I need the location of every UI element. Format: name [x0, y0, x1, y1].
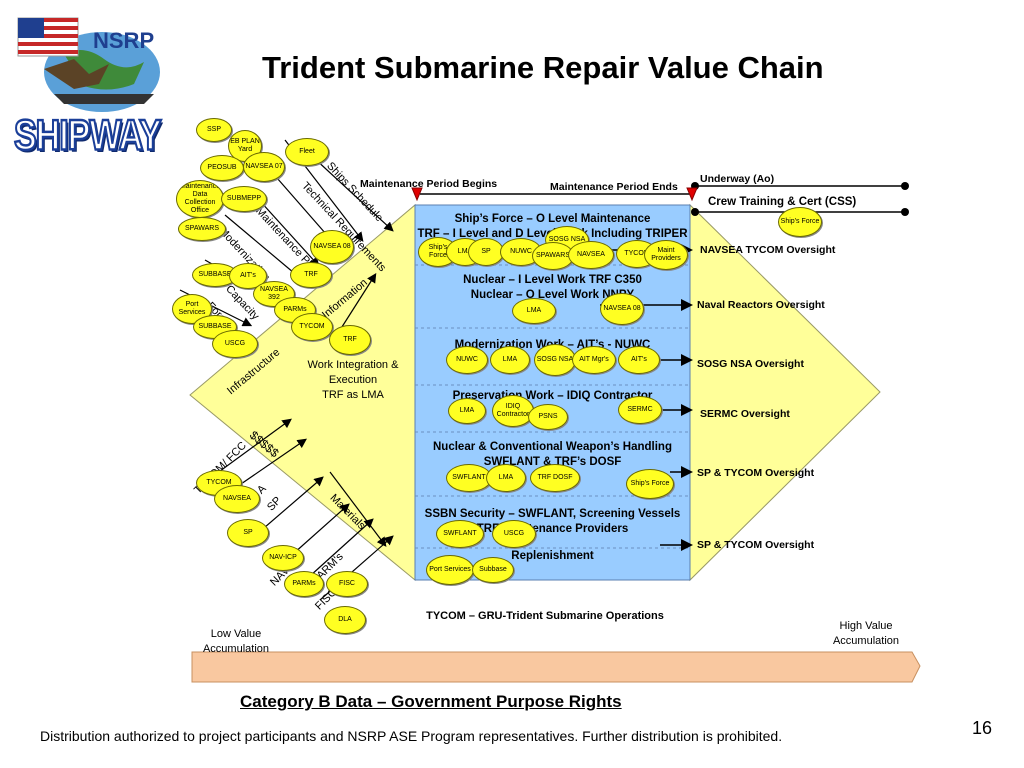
- value-accumulation-arrow: [191, 651, 921, 683]
- bubble-sp2: SP: [227, 519, 269, 547]
- section-weapons: Nuclear & Conventional Weapon’s Handling: [433, 441, 672, 453]
- bubble-fleet: Fleet: [285, 138, 329, 166]
- period-begins-label: Maintenance Period Begins: [360, 178, 498, 190]
- bubble-dla: DLA: [324, 606, 366, 634]
- bubble-fisc: FISC: [326, 571, 368, 597]
- bubble-portsvc1: Port Services: [172, 294, 212, 324]
- high-value-label: High Value Accumulation: [832, 620, 900, 647]
- bubble-aits2: AIT's: [618, 346, 660, 374]
- page-number: 16: [972, 718, 993, 738]
- bubble-lma5: LMA: [486, 464, 526, 492]
- logo-text: NSRP: [93, 28, 155, 53]
- bubble-mdco: Maintenance Data Collection Office: [176, 180, 224, 218]
- bubble-ait-mgrs: AIT Mgr's: [572, 346, 616, 374]
- bubble-psns: PSNS: [528, 404, 568, 430]
- bubble-maint-providers: Maint Providers: [644, 240, 688, 270]
- category-label: Category B Data – Government Purpose Rig…: [240, 692, 622, 711]
- section-security: SSBN Security – SWFLANT, Screening Vesse…: [424, 508, 681, 520]
- tycom-gru-label: TYCOM – GRU-Trident Submarine Operations: [426, 610, 664, 622]
- low-value-label: Low Value Accumulation: [202, 628, 270, 655]
- work-integration-label: Work Integration & Execution TRF as LMA: [307, 359, 399, 401]
- bubble-navsea08b: NAVSEA 08: [600, 293, 644, 325]
- bubble-tycom1: TYCOM: [291, 313, 333, 341]
- bubble-lma3: LMA: [490, 346, 530, 374]
- begin-marker-icon: [411, 187, 423, 202]
- bubble-sp1: SP: [468, 238, 504, 266]
- section-nuclear-o: Nuclear – O Level Work NNPY: [470, 289, 635, 301]
- bubble-trf-dosf: TRF DOSF: [530, 464, 580, 492]
- oversight-naval-reactors: Naval Reactors Oversight: [697, 299, 825, 311]
- oversight-sp-tycom-1: SP & TYCOM Oversight: [697, 467, 815, 479]
- flag-icon: [17, 17, 79, 57]
- bubble-sosg2: SOSG NSA: [534, 344, 576, 376]
- bubble-shipsforce3: Ship's Force: [778, 207, 822, 237]
- section-replenishment: Replenishment: [511, 550, 594, 562]
- right-arrowhead: [689, 203, 881, 582]
- bubble-navsea1: NAVSEA: [568, 241, 614, 269]
- end-marker-icon: [686, 187, 698, 202]
- bubble-trf2: TRF: [329, 325, 371, 355]
- section-nuclear-i: Nuclear – I Level Work TRF C350: [463, 274, 642, 286]
- oversight-sosg-nsa: SOSG NSA Oversight: [697, 358, 804, 370]
- bubble-submepp: SUBMEPP: [221, 186, 267, 212]
- period-ends-label: Maintenance Period Ends: [550, 181, 678, 193]
- bubble-uscg1: USCG: [212, 330, 258, 358]
- distribution-notice: Distribution authorized to project parti…: [40, 728, 783, 744]
- bubble-swflant1: SWFLANT: [446, 464, 492, 492]
- bubble-peosub: PEOSUB: [200, 155, 244, 181]
- bubble-swflant2: SWFLANT: [436, 520, 484, 548]
- nsrp-logo: [17, 17, 160, 112]
- shipway-badge: SHIPWAY: [13, 111, 163, 161]
- page-title: Trident Submarine Repair Value Chain: [262, 50, 824, 85]
- bubble-parms2: PARMs: [284, 571, 324, 597]
- bubble-navsea08a: NAVSEA 08: [310, 230, 354, 264]
- bubble-trf1: TRF: [290, 262, 332, 288]
- oversight-navsea-tycom: NAVSEA TYCOM Oversight: [700, 244, 836, 256]
- oversight-sp-tycom-2: SP & TYCOM Oversight: [697, 539, 815, 551]
- section-ships-force: Ship’s Force – O Level Maintenance: [454, 213, 651, 225]
- oversight-sermc: SERMC Oversight: [700, 408, 790, 420]
- section-dosf: SWFLANT & TRF’s DOSF: [483, 456, 622, 468]
- bubble-navsea2: NAVSEA: [214, 485, 260, 513]
- bubble-nuwc2: NUWC: [446, 346, 488, 374]
- underway-label: Underway (Ao): [700, 173, 775, 185]
- ship-icon: [54, 94, 154, 104]
- bubble-shipsforce2: Ship's Force: [626, 469, 674, 499]
- bubble-navicp: NAV-ICP: [262, 545, 304, 571]
- bubble-portsvc2: Port Services: [426, 555, 474, 585]
- bubble-ssp: SSP: [196, 118, 232, 142]
- bubble-idiq: IDIQ Contractor: [492, 395, 534, 427]
- bubble-lma4: LMA: [448, 398, 486, 424]
- bubble-uscg2: USCG: [492, 520, 536, 548]
- crew-training-label: Crew Training & Cert (CSS): [708, 196, 857, 208]
- eagle-icon: [44, 59, 109, 89]
- bubble-sermc: SERMC: [618, 396, 662, 424]
- bubble-spawars2: SPAWARS: [532, 242, 574, 270]
- bubble-spawars: SPAWARS: [178, 217, 226, 241]
- bubble-subbase3: Subbase: [472, 557, 514, 583]
- bubble-navsea07: NAVSEA 07: [243, 152, 285, 182]
- bubble-lma2: LMA: [512, 298, 556, 324]
